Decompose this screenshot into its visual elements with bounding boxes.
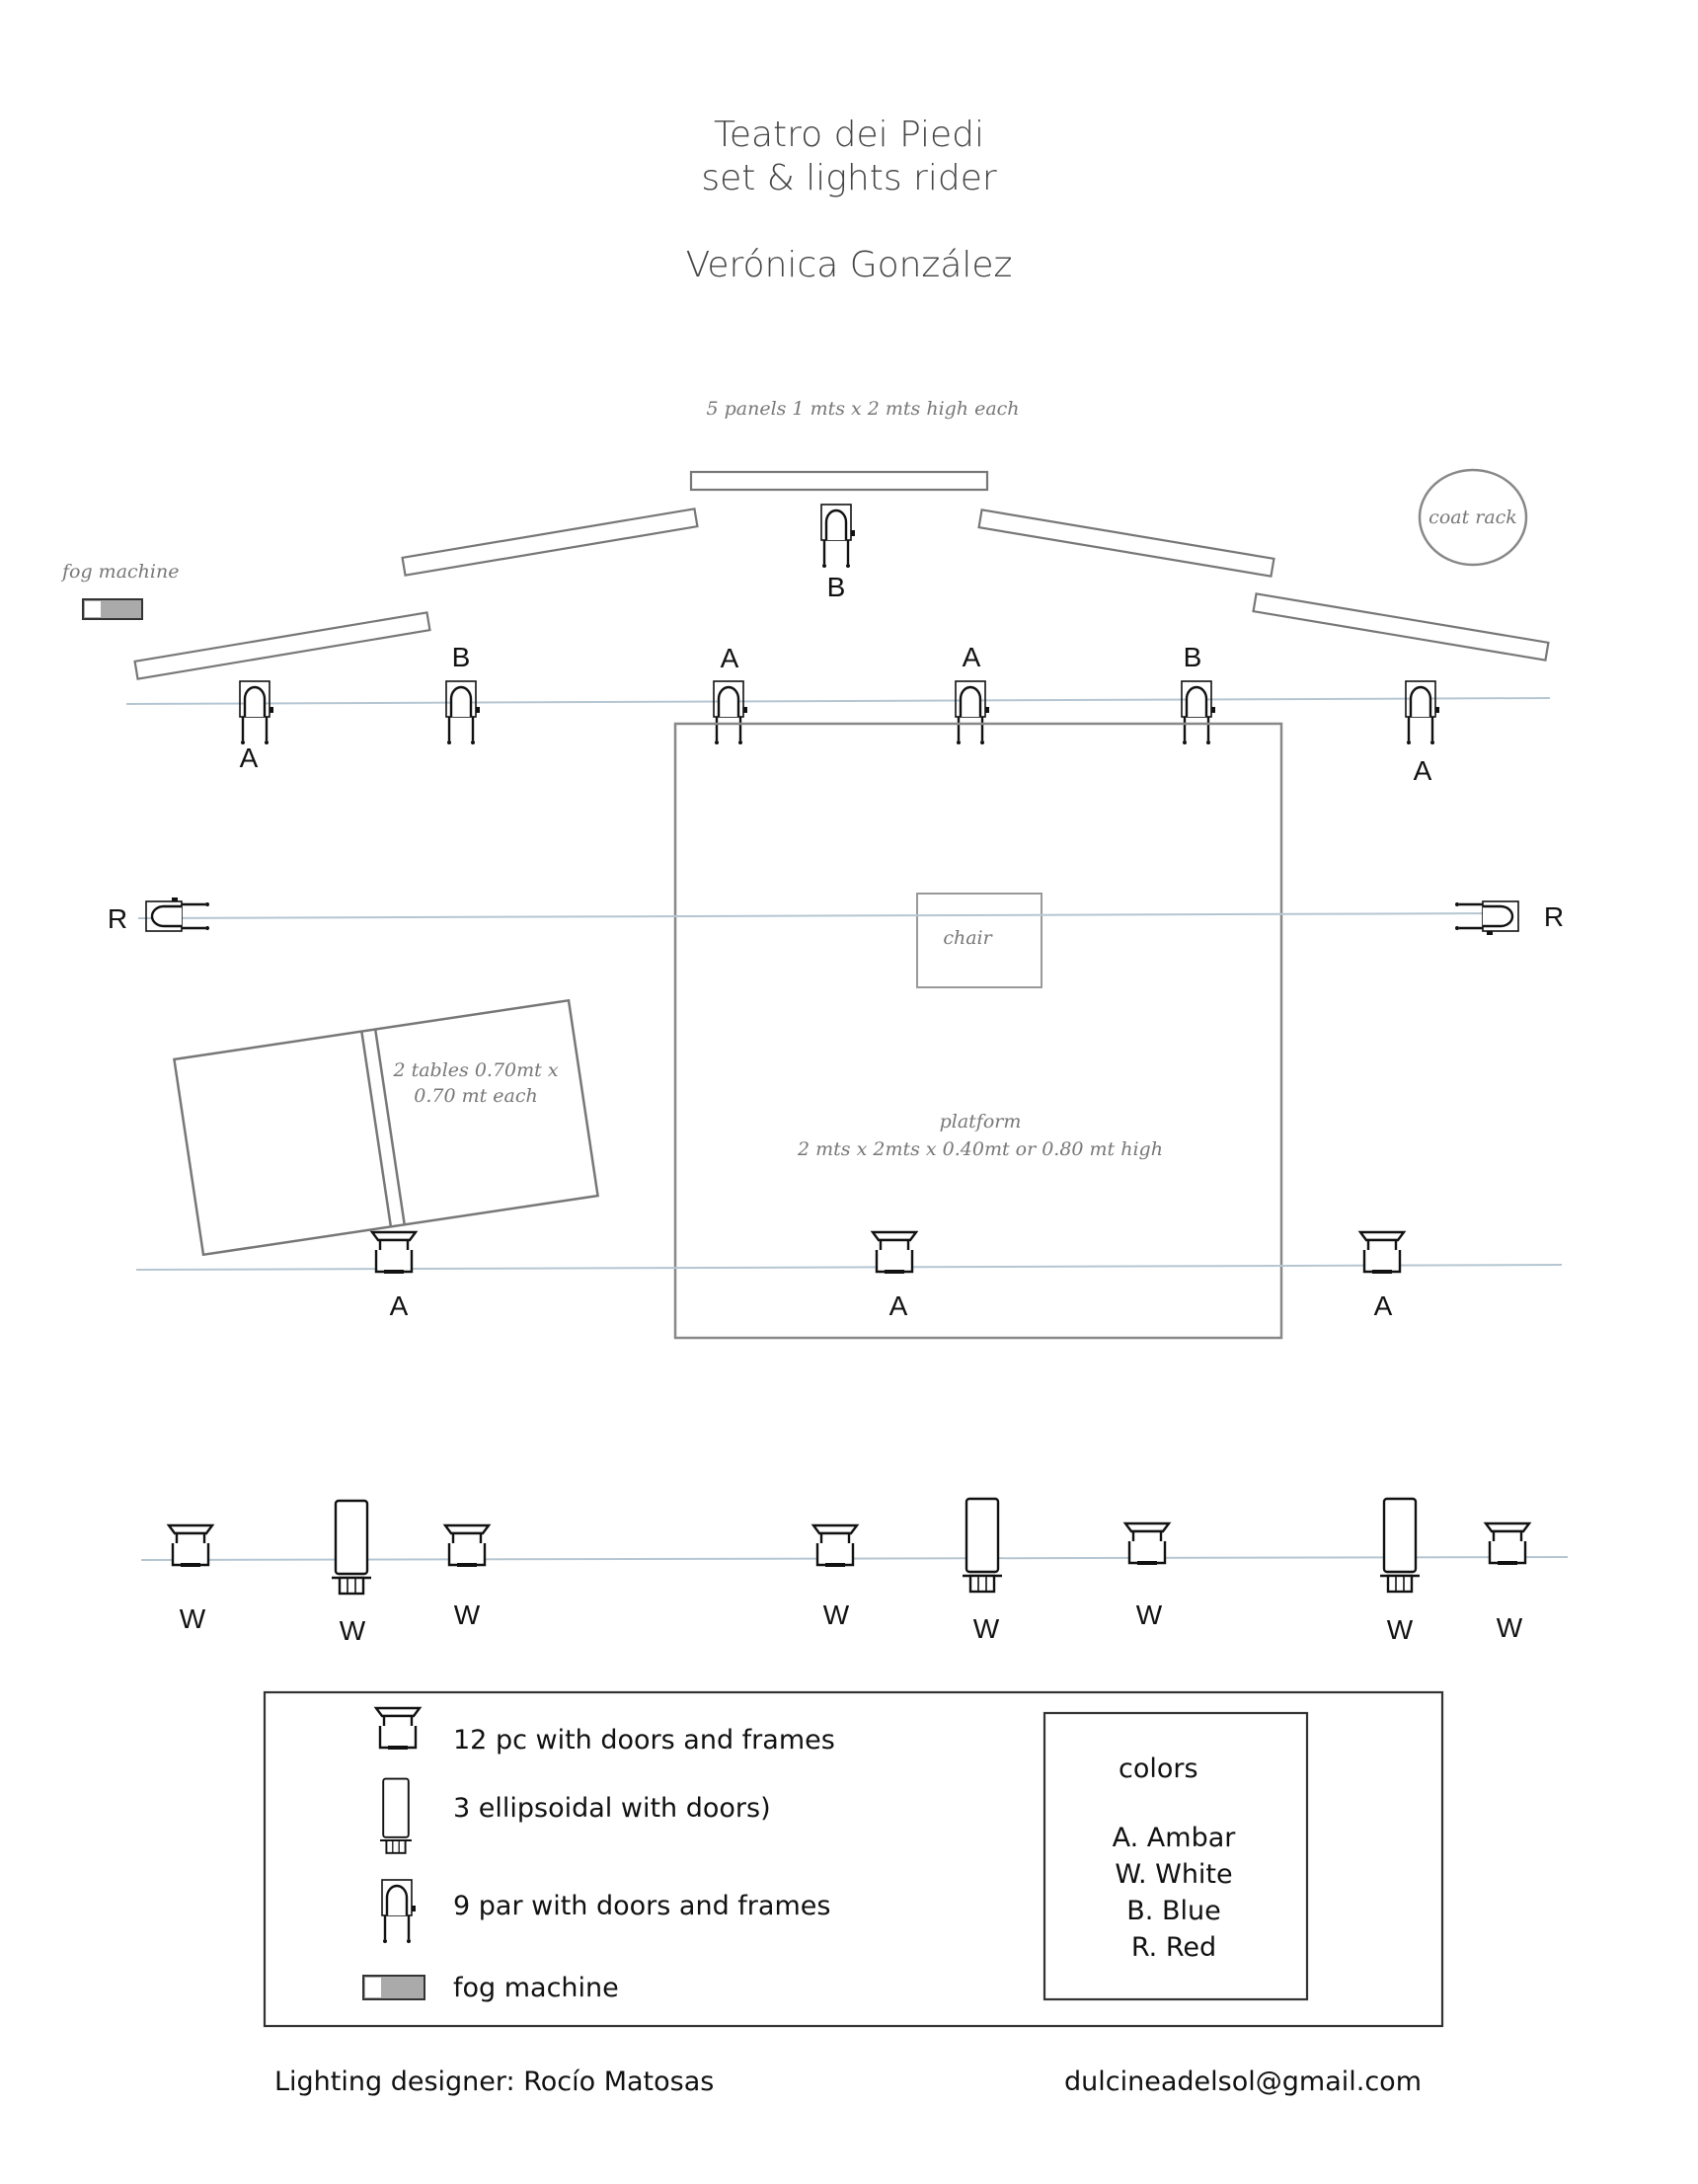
pc-icon bbox=[871, 1230, 918, 1276]
legend-box bbox=[263, 1690, 1444, 2028]
light-color-label: A bbox=[963, 642, 981, 672]
pc-icon bbox=[370, 1230, 418, 1276]
author: Verónica González bbox=[686, 245, 1013, 285]
par-icon bbox=[954, 679, 991, 746]
pc-icon bbox=[1123, 1521, 1171, 1567]
platform-size-label: 2 mts x 2mts x 0.40mt or 0.80 mt high bbox=[797, 1138, 1163, 1160]
legend-par-label: 9 par with doors and frames bbox=[453, 1891, 830, 1921]
tables bbox=[173, 998, 599, 1257]
pc-icon bbox=[811, 1523, 859, 1569]
par-icon bbox=[238, 679, 275, 746]
coat-rack bbox=[1418, 468, 1528, 567]
panel-right-upper bbox=[977, 508, 1275, 578]
legend-pc-label: 12 pc with doors and frames bbox=[453, 1725, 835, 1755]
subtitle: set & lights rider bbox=[701, 158, 997, 198]
panels-note: 5 panels 1 mts x 2 mts high each bbox=[706, 398, 1019, 420]
fog-machine-icon bbox=[362, 1975, 425, 2000]
light-color-label: R bbox=[1544, 901, 1564, 932]
platform bbox=[673, 722, 1283, 1340]
color-item: R. Red bbox=[1131, 1932, 1216, 1963]
colors-title: colors bbox=[1119, 1754, 1198, 1784]
contact-email: dulcineadelsol@gmail.com bbox=[1064, 2067, 1422, 2097]
fog-machine-note: fog machine bbox=[60, 561, 179, 583]
light-color-label: A bbox=[1374, 1290, 1393, 1321]
pc-icon bbox=[374, 1706, 422, 1752]
light-color-label: W bbox=[1497, 1612, 1523, 1643]
light-color-label: W bbox=[973, 1613, 1000, 1644]
par-icon bbox=[712, 679, 749, 746]
light-color-label: B bbox=[1184, 642, 1202, 672]
light-color-label: W bbox=[1387, 1614, 1414, 1645]
light-color-label: W bbox=[340, 1615, 366, 1646]
coat-rack-label: coat rack bbox=[1428, 507, 1517, 528]
chair bbox=[916, 893, 1042, 988]
lighting-pipe-front bbox=[140, 1556, 1569, 1561]
par-icon bbox=[819, 503, 857, 570]
light-color-label: B bbox=[452, 642, 471, 672]
ellipsoidal-icon bbox=[1378, 1497, 1422, 1594]
light-color-label: W bbox=[180, 1603, 206, 1634]
panel-left-upper bbox=[401, 507, 699, 577]
par-icon bbox=[1453, 899, 1520, 937]
par-icon bbox=[444, 679, 482, 746]
lighting-pipe-side bbox=[137, 912, 1502, 919]
pc-icon bbox=[443, 1523, 491, 1569]
light-color-label: A bbox=[721, 643, 739, 673]
lighting-pipe-mid bbox=[135, 1264, 1563, 1271]
panel-left-lower bbox=[133, 611, 431, 680]
light-color-label: W bbox=[823, 1599, 850, 1630]
color-item: B. Blue bbox=[1126, 1896, 1220, 1926]
tables-size-label: 0.70 mt each bbox=[414, 1085, 538, 1107]
light-color-label: R bbox=[108, 903, 127, 934]
chair-label: chair bbox=[943, 927, 993, 949]
tables-label: 2 tables 0.70mt x bbox=[392, 1059, 558, 1081]
ellipsoidal-icon bbox=[961, 1497, 1004, 1594]
par-icon bbox=[1180, 679, 1217, 746]
lighting-designer: Lighting designer: Rocío Matosas bbox=[274, 2067, 714, 2097]
panel-right-lower bbox=[1252, 592, 1550, 662]
colors-box bbox=[1042, 1711, 1309, 2001]
light-color-label: A bbox=[889, 1290, 908, 1321]
light-color-label: W bbox=[1136, 1599, 1163, 1630]
panel-center bbox=[689, 470, 989, 492]
light-color-label: W bbox=[454, 1599, 481, 1630]
par-icon bbox=[144, 896, 211, 933]
title: Teatro dei Piedi bbox=[714, 115, 984, 155]
fog-machine-icon bbox=[82, 598, 143, 620]
par-icon bbox=[1404, 679, 1441, 746]
ellipsoidal-icon bbox=[330, 1499, 373, 1596]
light-color-label: A bbox=[1414, 755, 1432, 786]
light-color-label: A bbox=[390, 1290, 409, 1321]
legend-ellipsoidal-label: 3 ellipsoidal with doors) bbox=[453, 1793, 771, 1824]
legend-fog-label: fog machine bbox=[453, 1973, 619, 2003]
lighting-pipe-upstage bbox=[125, 697, 1551, 705]
light-color-label: B bbox=[827, 572, 846, 602]
color-item: A. Ambar bbox=[1113, 1823, 1237, 1853]
ellipsoidal-icon bbox=[379, 1777, 413, 1854]
pc-icon bbox=[167, 1523, 214, 1569]
light-color-label: A bbox=[240, 742, 259, 773]
pc-icon bbox=[1484, 1521, 1531, 1567]
platform-label: platform bbox=[940, 1111, 1022, 1132]
par-icon bbox=[380, 1878, 418, 1945]
pc-icon bbox=[1358, 1230, 1406, 1276]
color-item: W. White bbox=[1115, 1859, 1232, 1890]
